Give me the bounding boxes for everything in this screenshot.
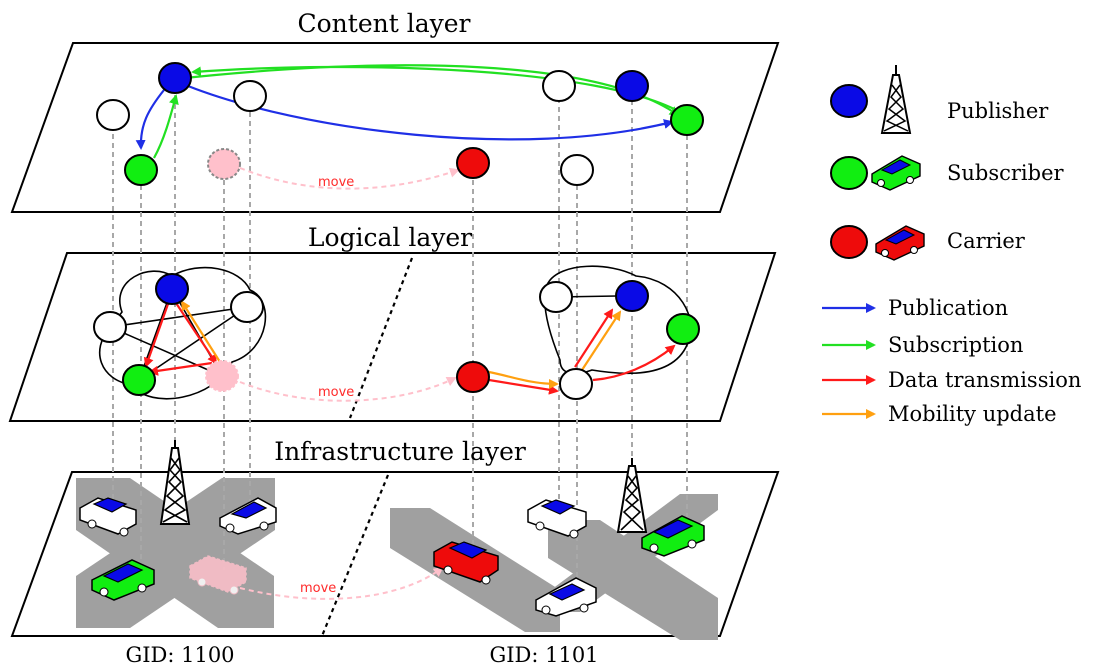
right-cluster-boundary bbox=[543, 265, 692, 375]
subscriber-node bbox=[122, 364, 156, 396]
legend-carrier-node bbox=[830, 225, 868, 259]
data-transmission-arrow bbox=[488, 378, 559, 395]
publisher-node bbox=[158, 62, 192, 94]
car-green-icon bbox=[91, 559, 155, 601]
legend-publisher-label: Publisher bbox=[947, 99, 1049, 123]
moved-node-ghost bbox=[205, 360, 239, 392]
legend-carrier-label: Carrier bbox=[947, 229, 1026, 253]
legend-car-red-icon bbox=[875, 225, 925, 261]
publisher-node bbox=[615, 280, 649, 312]
car-green-icon bbox=[641, 515, 705, 557]
logical-layer-title: Logical layer bbox=[308, 223, 472, 252]
cell-tower-icon bbox=[159, 440, 191, 525]
mobility-update-arrow bbox=[581, 310, 622, 371]
legend-tower-icon bbox=[880, 65, 912, 134]
data-transmission-arrow bbox=[574, 308, 614, 368]
node bbox=[230, 291, 264, 323]
legend-data-transmission-label: Data transmission bbox=[888, 368, 1081, 392]
node bbox=[560, 154, 594, 186]
move-label: move bbox=[318, 385, 354, 400]
gid-label-left: GID: 1100 bbox=[125, 643, 234, 666]
publisher-node bbox=[615, 70, 649, 102]
node bbox=[539, 281, 573, 313]
legend-mobility-update-label: Mobility update bbox=[888, 402, 1057, 426]
data-transmission-arrow bbox=[148, 361, 213, 376]
node bbox=[542, 70, 576, 102]
subscription-arrow-up bbox=[153, 94, 179, 159]
subscriber-node bbox=[666, 313, 700, 345]
subscriber-node bbox=[124, 154, 158, 186]
cell-tower-icon bbox=[616, 458, 648, 533]
legend-publisher-node bbox=[830, 84, 868, 118]
node bbox=[96, 99, 130, 131]
carrier-node bbox=[456, 361, 490, 393]
legend-car-green-icon bbox=[871, 155, 921, 191]
car-white-icon bbox=[535, 577, 597, 617]
gid-label-right: GID: 1101 bbox=[489, 643, 598, 666]
publisher-node bbox=[155, 273, 189, 305]
node bbox=[559, 368, 593, 400]
node bbox=[233, 80, 267, 112]
mobility-update-arrow bbox=[180, 300, 221, 363]
legend-subscriber-label: Subscriber bbox=[947, 161, 1065, 185]
data-transmission-arrow bbox=[175, 302, 218, 365]
legend: Publisher Subscriber Carrier Publication… bbox=[822, 65, 1081, 426]
move-label: move bbox=[318, 175, 354, 190]
content-layer-title: Content layer bbox=[298, 9, 471, 38]
carrier-node bbox=[456, 147, 490, 179]
legend-subscriber-node bbox=[830, 156, 868, 190]
data-transmission-arrow bbox=[592, 344, 676, 382]
legend-subscription-label: Subscription bbox=[888, 333, 1023, 357]
car-red-icon bbox=[433, 541, 499, 585]
moved-node-ghost bbox=[207, 148, 241, 180]
subscriber-node bbox=[670, 104, 704, 136]
move-arrow-content bbox=[239, 167, 460, 190]
mobility-update-arrow bbox=[488, 370, 559, 389]
data-transmission-arrow bbox=[143, 303, 170, 368]
car-pink-ghost-icon bbox=[189, 555, 247, 595]
move-arrow-logical bbox=[239, 377, 457, 402]
gid-divider bbox=[320, 257, 414, 637]
legend-publication-label: Publication bbox=[888, 296, 1008, 320]
left-cluster-boundary bbox=[99, 266, 267, 400]
move-arrow-infrastructure bbox=[239, 566, 444, 600]
node bbox=[93, 311, 127, 343]
move-label: move bbox=[300, 581, 336, 596]
car-white-icon bbox=[219, 497, 277, 535]
publication-arrow-down bbox=[135, 89, 165, 150]
logical-layer-plane bbox=[8, 252, 777, 422]
car-white-icon bbox=[79, 497, 137, 537]
car-white-icon bbox=[527, 499, 587, 539]
infrastructure-layer-title: Infrastructure layer bbox=[274, 437, 526, 466]
